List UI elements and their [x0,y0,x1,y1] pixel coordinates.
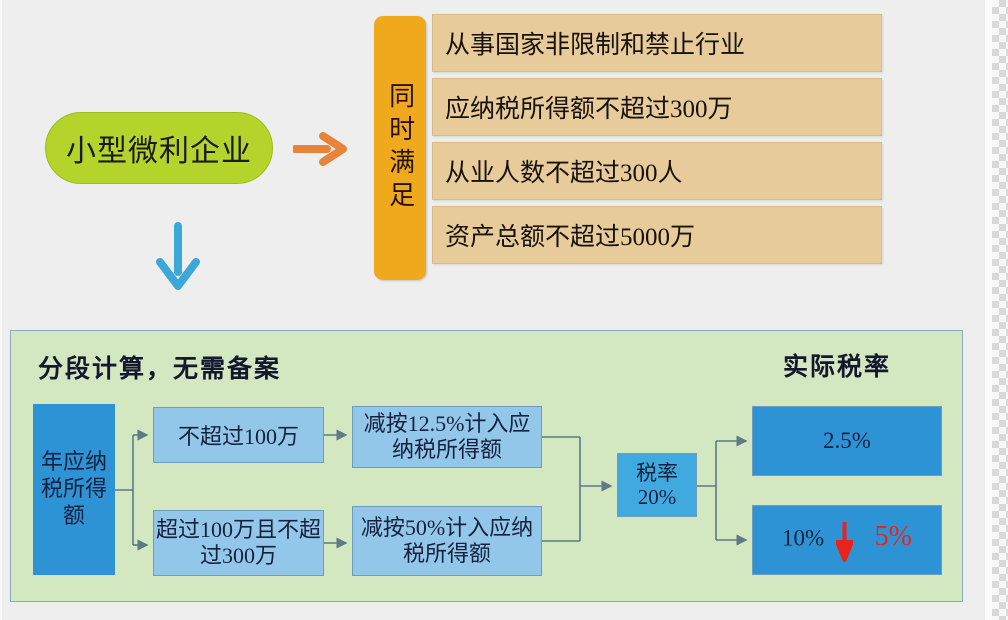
reduction-box-12-5-percent: 减按12.5%计入应纳税所得额 [352,406,542,468]
condition-label: 资产总额不超过5000万 [445,224,696,251]
conjunction-bar: 同时满足 [374,16,426,280]
bracket-label: 不超过100万 [177,424,299,449]
panel-title: 分段计算，无需备案 [38,356,282,383]
arrow-right-icon [291,132,355,166]
result-box-2-5-percent: 2.5% [752,406,942,476]
condition-item: 资产总额不超过5000万 [432,206,882,264]
arrow-down-icon [152,222,204,294]
panel-title-effective-rate: 实际税率 [783,354,892,381]
tax-rate-line2: 20% [637,485,677,509]
condition-item: 从业人数不超过300人 [432,142,882,200]
tax-rate-label: 税率 20% [636,461,678,510]
right-gap [985,0,992,620]
result-new-value: 5% [874,521,912,553]
condition-item: 应纳税所得额不超过300万 [432,78,882,136]
left-edge-divider [0,0,2,620]
condition-item: 从事国家非限制和禁止行业 [432,14,882,72]
reduction-label: 减按50%计入应纳税所得额 [360,515,534,566]
condition-list: 从事国家非限制和禁止行业 应纳税所得额不超过300万 从业人数不超过300人 资… [432,14,882,270]
subject-pill-label: 小型微利企业 [66,135,252,168]
condition-label: 从业人数不超过300人 [445,160,683,187]
result-box-rate-change: 10% 5% [752,505,942,575]
red-down-arrow-icon [834,520,854,562]
result-change-group: 10% 5% [782,519,912,562]
conjunction-label: 同时满足 [385,82,415,214]
transparency-checker-strip [992,0,1008,620]
source-box-annual-taxable-income: 年应纳税所得额 [33,404,115,575]
condition-label: 应纳税所得额不超过300万 [445,96,733,123]
tax-rate-line1: 税率 [636,460,678,485]
condition-label: 从事国家非限制和禁止行业 [445,32,746,59]
bracket-box-100-to-300: 超过100万且不超过300万 [153,510,324,576]
bracket-box-under-100: 不超过100万 [153,407,324,463]
subject-pill: 小型微利企业 [45,112,273,184]
source-box-label: 年应纳税所得额 [40,449,107,528]
reduction-box-50-percent: 减按50%计入应纳税所得额 [352,506,542,576]
bracket-label: 超过100万且不超过300万 [155,517,321,568]
result-value: 2.5% [823,428,871,453]
result-old-value: 10% [782,525,825,551]
reduction-label: 减按12.5%计入应纳税所得额 [363,411,531,462]
tax-rate-box: 税率 20% [617,453,697,517]
